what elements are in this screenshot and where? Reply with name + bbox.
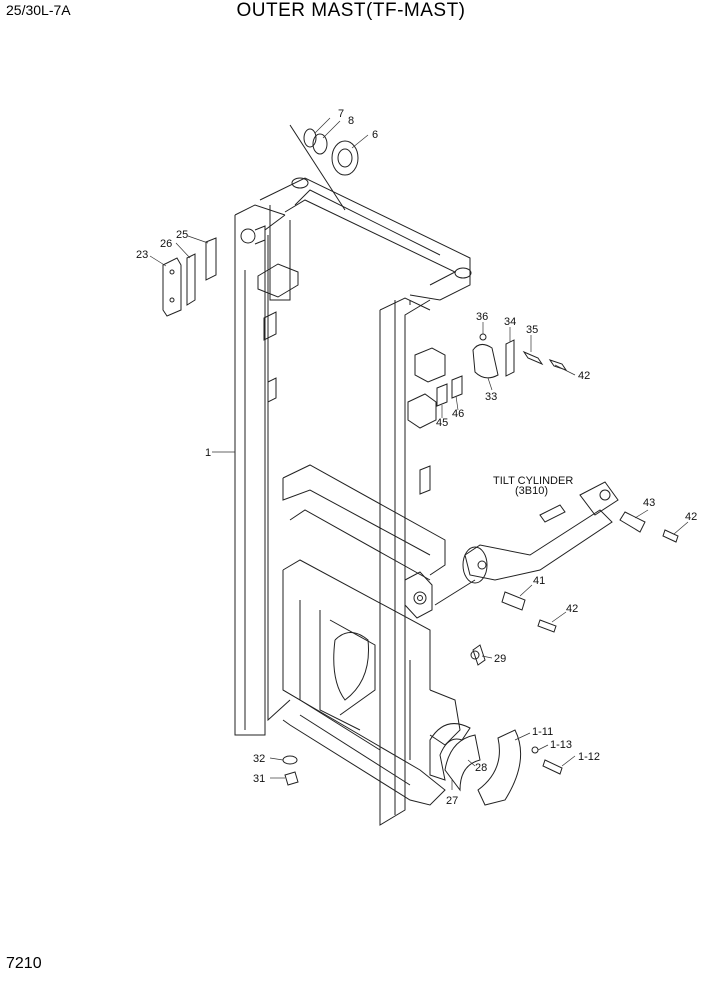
callout-45: 45 <box>436 417 448 429</box>
model-code: 25/30L-7A <box>6 2 71 18</box>
callout-1-12: 1-12 <box>578 751 600 763</box>
callout-32: 32 <box>253 753 265 765</box>
callout-29: 29 <box>494 653 506 665</box>
tilt-cylinder-label: TILT CYLINDER <box>493 475 573 487</box>
leader-lines <box>149 117 689 790</box>
callout-1-11: 1-11 <box>532 726 553 738</box>
upper-left-parts <box>162 124 359 403</box>
page-title: OUTER MAST(TF-MAST) <box>236 0 466 21</box>
upper-right-parts <box>407 333 568 495</box>
callout-33: 33 <box>485 391 497 403</box>
callout-28: 28 <box>475 762 487 774</box>
callout-36: 36 <box>476 311 488 323</box>
callout-8: 8 <box>348 115 354 127</box>
callout-46: 46 <box>452 408 464 420</box>
callout-34: 34 <box>504 316 516 328</box>
callout-41: 41 <box>533 575 545 587</box>
callout-27: 27 <box>446 795 458 807</box>
callout-1: 1 <box>205 447 211 459</box>
callout-7: 7 <box>338 108 344 120</box>
callout-35: 35 <box>526 324 538 336</box>
callout-31: 31 <box>253 773 265 785</box>
callout-25: 25 <box>176 229 188 241</box>
tilt-cylinder-ref: (3B10) <box>515 485 548 497</box>
callout-42-a: 42 <box>578 370 590 382</box>
callout-6: 6 <box>372 129 378 141</box>
callout-labels: 1 6 7 8 23 25 26 27 28 29 31 32 33 34 35… <box>136 108 697 807</box>
tilt-cylinder-drawing <box>434 481 679 606</box>
callout-26: 26 <box>160 238 172 250</box>
pin-bolt-parts <box>470 591 557 666</box>
callout-42-b: 42 <box>685 511 697 523</box>
bearing-cap-parts <box>282 723 563 806</box>
callout-1-13: 1-13 <box>550 739 572 751</box>
outer-mast-drawing <box>234 177 472 826</box>
page-number: 7210 <box>6 955 42 972</box>
callout-42-c: 42 <box>566 603 578 615</box>
callout-23: 23 <box>136 249 148 261</box>
callout-43: 43 <box>643 497 655 509</box>
